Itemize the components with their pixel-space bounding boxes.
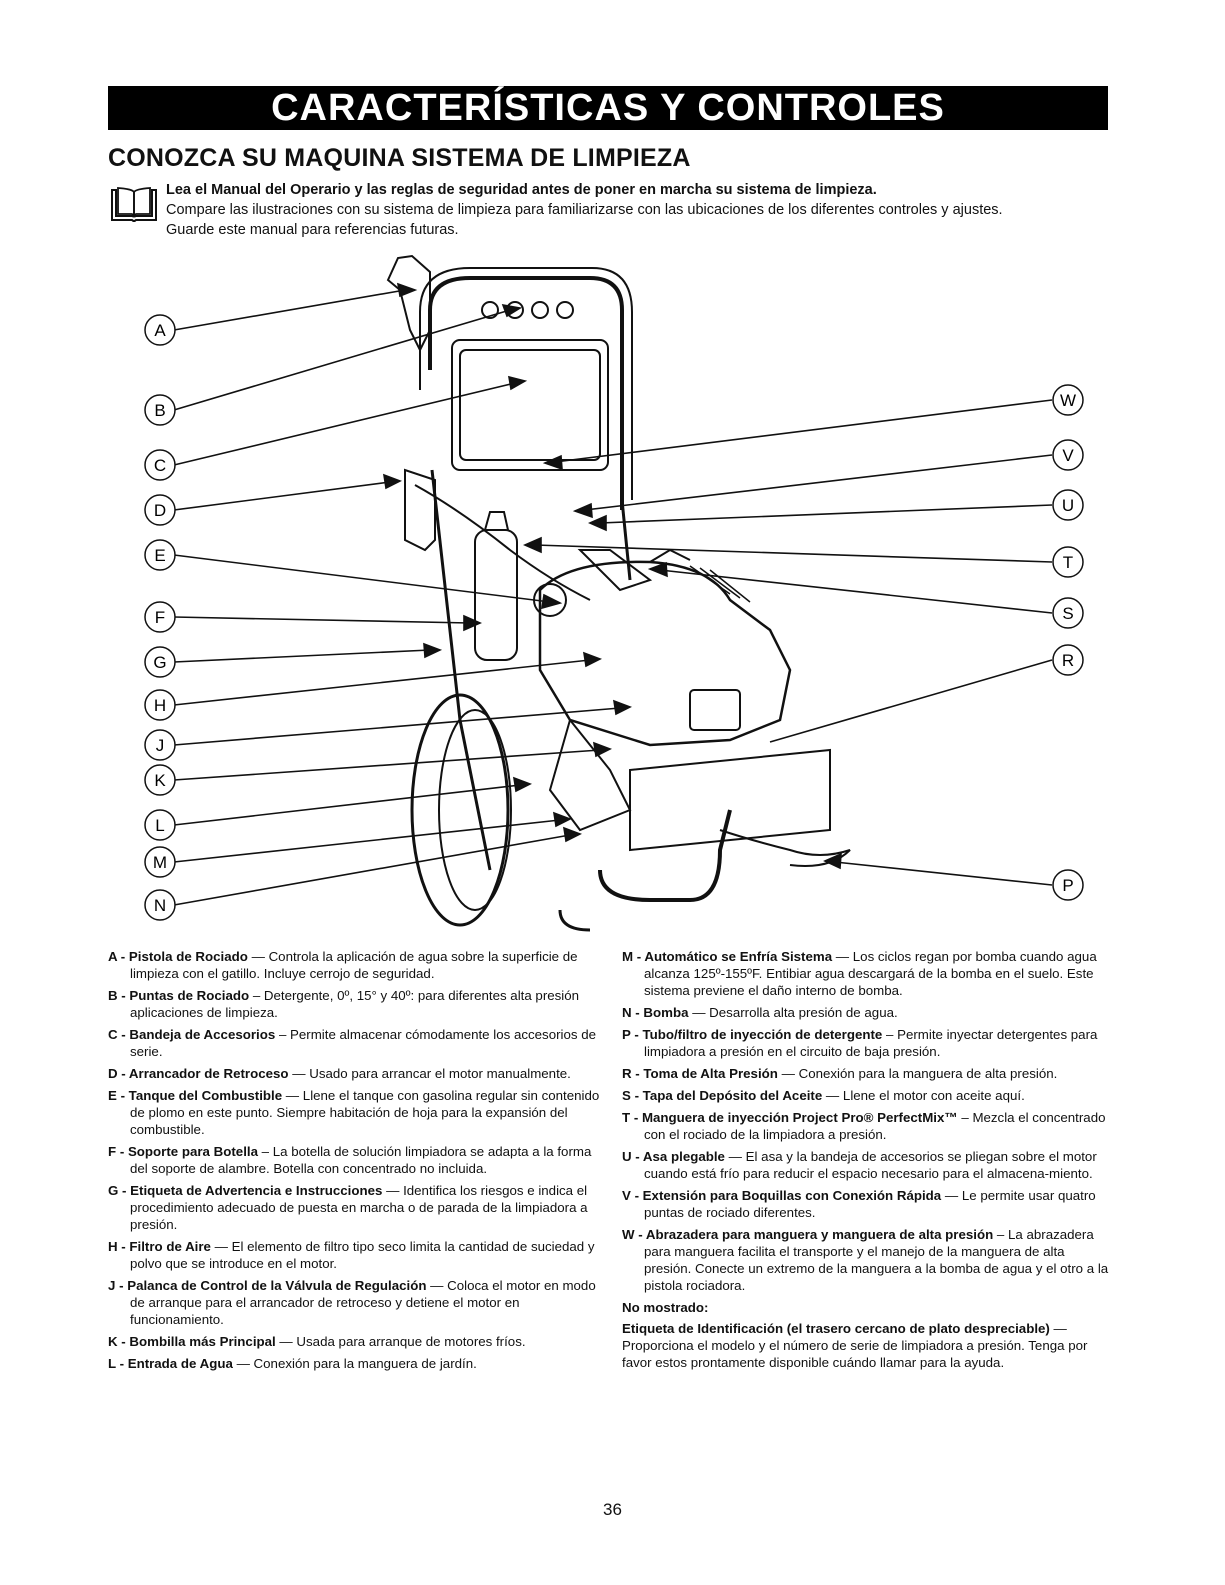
intro-text: Lea el Manual del Operario y las reglas … [166,180,1003,240]
svg-text:D: D [154,501,166,520]
list-item: N - Bomba — Desarrolla alta presión de a… [622,1005,898,1020]
callout-l: L [144,809,176,841]
callout-e: E [144,539,176,571]
callout-p: P [1052,869,1084,901]
svg-text:M: M [153,853,167,872]
list-item: C - Bandeja de Accesorios – Permite alma… [108,1027,597,1059]
svg-text:S: S [1062,604,1073,623]
list-item: V - Extensión para Boquillas con Conexió… [622,1188,1096,1220]
list-item: A - Pistola de Rociado — Controla la apl… [108,949,578,981]
parts-list-right: M - Automático se Enfría Sistema — Los c… [622,948,1112,1371]
not-shown-item: Etiqueta de Identificación (el trasero c… [622,1321,1088,1370]
callout-v: V [1052,439,1084,471]
list-item: W - Abrazadera para manguera y manguera … [622,1227,1109,1293]
svg-text:B: B [154,401,165,420]
svg-text:F: F [155,608,165,627]
page-number: 36 [603,1500,622,1519]
leader-lines [173,282,1053,906]
callout-m: M [144,846,176,878]
callout-b: B [144,394,176,426]
callout-c: C [144,449,176,481]
callout-a: A [144,314,176,346]
callouts-left: A B C D E F G H J K L M N [144,314,176,921]
svg-text:L: L [155,816,164,835]
list-item: D - Arrancador de Retroceso — Usado para… [108,1066,571,1081]
list-item: K - Bombilla más Principal — Usada para … [108,1334,526,1349]
svg-text:G: G [153,653,166,672]
svg-text:K: K [154,771,166,790]
svg-text:J: J [156,736,165,755]
list-item: F - Soporte para Botella – La botella de… [108,1144,592,1176]
list-item: T - Manguera de inyección Project Pro® P… [622,1110,1106,1142]
list-item: H - Filtro de Aire — El elemento de filt… [108,1239,595,1271]
callout-w: W [1052,384,1084,416]
callout-f: F [144,601,176,633]
callouts-right: W V U T S R P [1052,384,1084,901]
page-title: CONOZCA SU MAQUINA SISTEMA DE LIMPIEZA [108,144,691,172]
intro-line-1: Lea el Manual del Operario y las reglas … [166,182,877,198]
parts-list-left: A - Pistola de Rociado — Controla la apl… [108,948,606,1377]
svg-text:P: P [1062,876,1073,895]
callout-t: T [1052,546,1084,578]
section-banner: CARACTERÍSTICAS Y CONTROLES [108,86,1108,130]
list-item: P - Tubo/filtro de inyección de detergen… [622,1027,1098,1059]
svg-text:U: U [1062,496,1074,515]
callout-u: U [1052,489,1084,521]
svg-text:H: H [154,696,166,715]
svg-text:W: W [1060,391,1076,410]
callout-g: G [144,646,176,678]
svg-text:N: N [154,896,166,915]
callout-r: R [1052,644,1084,676]
svg-text:A: A [154,321,166,340]
list-item: R - Toma de Alta Presión — Conexión para… [622,1066,1058,1081]
list-item: M - Automático se Enfría Sistema — Los c… [622,949,1097,998]
svg-text:V: V [1062,446,1074,465]
manual-book-icon [111,187,157,222]
list-item: U - Asa plegable — El asa y la bandeja d… [622,1149,1097,1181]
intro-line-3: Guarde este manual para referencias futu… [166,222,459,238]
callout-j: J [144,729,176,761]
list-item: J - Palanca de Control de la Válvula de … [108,1278,596,1327]
svg-text:R: R [1062,651,1074,670]
callout-s: S [1052,597,1084,629]
pressure-washer-diagram: A B C D E F G H J K L M N W V U T S R P [144,254,1084,932]
not-shown-heading: No mostrado: [622,1300,709,1315]
callout-n: N [144,889,176,921]
svg-text:E: E [154,546,165,565]
list-item: G - Etiqueta de Advertencia e Instruccio… [108,1183,588,1232]
callout-d: D [144,494,176,526]
list-item: E - Tanque del Combustible — Llene el ta… [108,1088,600,1137]
svg-text:T: T [1063,553,1073,572]
svg-text:C: C [154,456,166,475]
list-item: S - Tapa del Depósito del Aceite — Llene… [622,1088,1025,1103]
callout-h: H [144,689,176,721]
pressure-washer-drawing [386,254,851,932]
intro-line-2: Compare las ilustraciones con su sistema… [166,202,1003,218]
list-item: B - Puntas de Rociado – Detergente, 0º, … [108,988,580,1020]
callout-k: K [144,764,176,796]
list-item: L - Entrada de Agua — Conexión para la m… [108,1356,477,1371]
